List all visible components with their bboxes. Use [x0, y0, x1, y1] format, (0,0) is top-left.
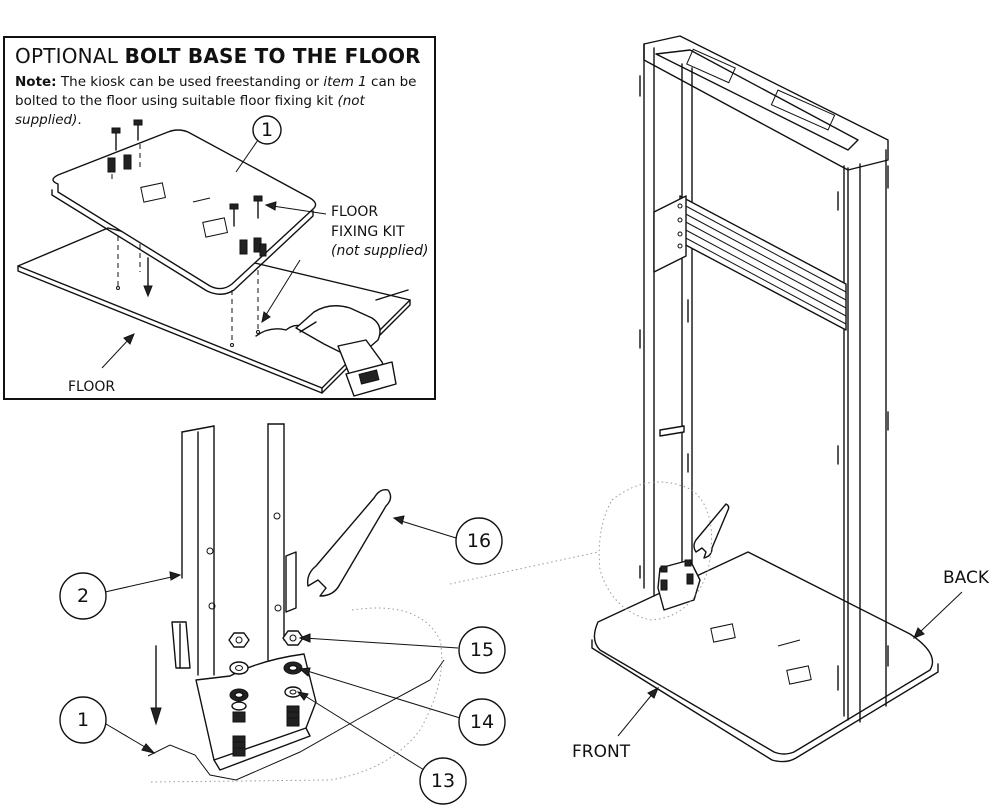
note-end: .	[77, 112, 82, 128]
callout-1-text: 1	[77, 709, 89, 731]
callout-14	[458, 698, 506, 746]
floor-fixing-kit-label-3: (not supplied)	[331, 243, 429, 259]
drill-icon	[255, 289, 409, 397]
inset-title-light: OPTIONAL	[15, 44, 119, 68]
inset-panel	[3, 36, 436, 400]
kiosk-drawing: BACK FRONT	[572, 35, 990, 763]
kiosk-base-plate	[593, 551, 934, 755]
wrench-icon	[306, 488, 392, 597]
bolt-icon	[107, 119, 143, 182]
note-text-1: The kiosk can be used freestanding or	[56, 74, 324, 90]
detail-drawing: 2 1 16 15 14 13	[59, 423, 599, 805]
note-label: Note:	[15, 74, 57, 90]
washer-icon	[284, 686, 302, 698]
floor-label: FLOOR	[68, 379, 115, 395]
inset-title-bold: BOLT BASE TO THE FLOOR	[124, 44, 421, 68]
callout-16-text: 16	[467, 530, 491, 552]
back-label: BACK	[943, 568, 990, 588]
plate-cutout	[140, 182, 167, 203]
callout-13-text: 13	[431, 770, 455, 792]
callout-14-text: 14	[470, 711, 494, 733]
callout-1-inset-text: 1	[261, 119, 273, 141]
inset-note: Note: The kiosk can be used freestanding…	[15, 73, 425, 130]
floor-fixing-kit-label-1: FLOOR	[331, 204, 378, 220]
floor-fixing-kit-label-2: FIXING KIT	[331, 224, 405, 240]
plate-cutout	[202, 217, 229, 238]
note-paren: (not supplied)	[15, 93, 365, 128]
callout-15	[458, 626, 506, 674]
front-label: FRONT	[572, 742, 631, 762]
note-item: item 1	[323, 74, 367, 90]
inset-title: OPTIONAL BOLT BASE TO THE FLOOR	[15, 44, 421, 68]
bolt-icon	[229, 195, 267, 257]
bolt-icon	[286, 705, 300, 727]
wrench-icon	[693, 503, 730, 559]
bolt-icon	[232, 711, 246, 757]
callout-2-text: 2	[77, 585, 89, 607]
callout-15-text: 15	[470, 639, 494, 661]
callout-16	[455, 517, 503, 565]
callout-2	[59, 572, 107, 620]
callout-1-inset	[252, 115, 282, 145]
washer-icon	[229, 661, 249, 675]
base-plate	[52, 129, 317, 290]
washer-icon	[229, 688, 249, 711]
callout-1	[59, 696, 107, 744]
note-text-2: can be bolted to the floor using suitabl…	[15, 74, 417, 109]
inset-drawing: 1 FLOOR FIXING KIT (not supplied) FLOOR	[17, 115, 429, 397]
nut-icon	[228, 632, 250, 648]
washer-icon	[283, 661, 303, 675]
callout-13	[419, 757, 467, 805]
